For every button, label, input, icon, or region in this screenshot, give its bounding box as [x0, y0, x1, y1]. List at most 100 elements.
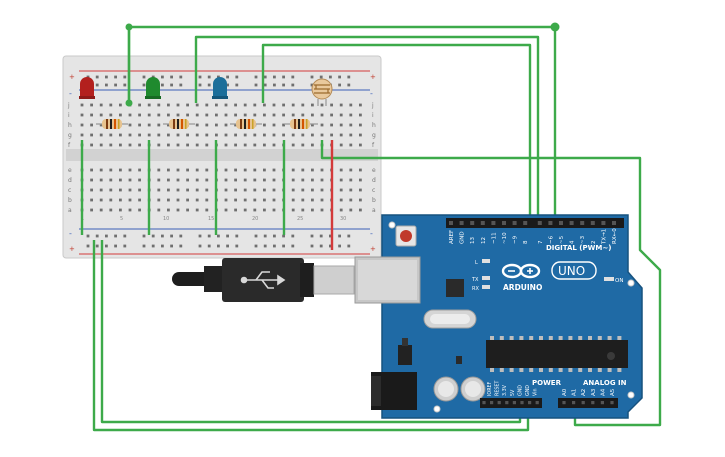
breadboard-hole[interactable]	[272, 168, 276, 172]
breadboard-hole[interactable]	[330, 113, 333, 117]
rail-hole[interactable]	[235, 234, 239, 238]
breadboard-hole[interactable]	[301, 103, 305, 107]
breadboard-hole[interactable]	[109, 198, 113, 202]
rail-hole[interactable]	[151, 234, 155, 238]
rail-hole[interactable]	[217, 244, 220, 248]
breadboard-hole[interactable]	[311, 198, 314, 202]
breadboard-hole[interactable]	[205, 198, 209, 202]
red-led[interactable]	[79, 77, 95, 99]
breadboard-hole[interactable]	[157, 103, 161, 107]
rail-hole[interactable]	[142, 234, 146, 238]
breadboard-hole[interactable]	[330, 123, 333, 127]
breadboard-hole[interactable]	[243, 208, 247, 212]
breadboard-hole[interactable]	[138, 113, 141, 117]
rail-hole[interactable]	[123, 75, 127, 79]
breadboard-hole[interactable]	[90, 133, 93, 137]
breadboard-hole[interactable]	[138, 123, 141, 127]
breadboard-hole[interactable]	[234, 133, 237, 137]
rail-hole[interactable]	[329, 75, 332, 79]
breadboard-hole[interactable]	[349, 143, 353, 147]
breadboard-hole[interactable]	[253, 103, 257, 107]
breadboard-hole[interactable]	[90, 208, 93, 212]
rail-hole[interactable]	[151, 75, 155, 79]
digital-pin-hole[interactable]	[449, 221, 453, 225]
rail-hole[interactable]	[263, 75, 267, 79]
wire-blue-led-to-pin10[interactable]	[261, 43, 532, 222]
breadboard-hole[interactable]	[272, 198, 276, 202]
rail-hole[interactable]	[226, 234, 229, 238]
rail-hole[interactable]	[310, 234, 314, 238]
breadboard-hole[interactable]	[253, 198, 257, 202]
rail-hole[interactable]	[105, 83, 108, 87]
rail-hole[interactable]	[217, 234, 220, 238]
breadboard-hole[interactable]	[320, 188, 324, 192]
breadboard-hole[interactable]	[138, 133, 141, 137]
resistor-3[interactable]	[230, 119, 262, 129]
breadboard-hole[interactable]	[186, 188, 189, 192]
rail-hole[interactable]	[347, 75, 351, 79]
breadboard-hole[interactable]	[243, 198, 247, 202]
breadboard-hole[interactable]	[339, 178, 343, 182]
analog-pin-hole[interactable]	[562, 401, 566, 405]
breadboard-hole[interactable]	[234, 188, 237, 192]
breadboard-hole[interactable]	[311, 113, 314, 117]
breadboard-hole[interactable]	[176, 133, 180, 137]
breadboard-hole[interactable]	[301, 168, 305, 172]
rail-hole[interactable]	[179, 75, 183, 79]
rail-hole[interactable]	[254, 83, 258, 87]
breadboard-hole[interactable]	[109, 143, 113, 147]
breadboard-hole[interactable]	[253, 208, 257, 212]
breadboard-hole[interactable]	[90, 198, 93, 202]
breadboard-hole[interactable]	[167, 113, 170, 117]
rail-hole[interactable]	[95, 244, 99, 248]
breadboard-hole[interactable]	[147, 133, 151, 137]
breadboard-hole[interactable]	[339, 123, 343, 127]
breadboard-hole[interactable]	[339, 103, 343, 107]
breadboard-hole[interactable]	[263, 133, 266, 137]
breadboard-hole[interactable]	[253, 143, 257, 147]
rail-hole[interactable]	[207, 83, 211, 87]
green-led[interactable]	[145, 77, 161, 99]
rail-hole[interactable]	[170, 83, 173, 87]
breadboard-hole[interactable]	[99, 143, 103, 147]
digital-pin-hole[interactable]	[590, 221, 595, 225]
breadboard-hole[interactable]	[301, 178, 305, 182]
power-pin-hole[interactable]	[512, 401, 516, 405]
breadboard-hole[interactable]	[176, 103, 180, 107]
rail-hole[interactable]	[179, 234, 183, 238]
breadboard-hole[interactable]	[167, 198, 170, 202]
breadboard-hole[interactable]	[359, 198, 362, 202]
rail-hole[interactable]	[319, 244, 323, 248]
rail-hole[interactable]	[151, 244, 155, 248]
rail-hole[interactable]	[123, 83, 127, 87]
breadboard-hole[interactable]	[339, 168, 343, 172]
breadboard-hole[interactable]	[195, 123, 199, 127]
digital-pin-hole[interactable]	[512, 221, 517, 225]
breadboard-hole[interactable]	[195, 143, 199, 147]
breadboard-hole[interactable]	[320, 198, 324, 202]
breadboard-hole[interactable]	[176, 208, 180, 212]
breadboard-hole[interactable]	[90, 113, 93, 117]
rail-hole[interactable]	[142, 244, 146, 248]
breadboard-hole[interactable]	[109, 133, 113, 137]
breadboard-hole[interactable]	[263, 198, 266, 202]
rail-hole[interactable]	[114, 83, 117, 87]
digital-pin-hole[interactable]	[559, 221, 563, 225]
breadboard-hole[interactable]	[311, 188, 314, 192]
breadboard-hole[interactable]	[195, 208, 199, 212]
analog-pin-hole[interactable]	[572, 401, 576, 405]
breadboard-hole[interactable]	[282, 133, 285, 137]
resistor-4[interactable]	[284, 119, 318, 129]
breadboard-hole[interactable]	[147, 103, 151, 107]
breadboard-hole[interactable]	[243, 143, 247, 147]
breadboard-hole[interactable]	[263, 123, 266, 127]
breadboard-hole[interactable]	[109, 168, 113, 172]
breadboard-hole[interactable]	[272, 143, 276, 147]
breadboard-hole[interactable]	[128, 123, 132, 127]
breadboard-hole[interactable]	[138, 198, 141, 202]
breadboard-hole[interactable]	[90, 143, 93, 147]
breadboard-hole[interactable]	[224, 178, 228, 182]
breadboard-hole[interactable]	[243, 113, 247, 117]
breadboard-hole[interactable]	[311, 103, 314, 107]
breadboard-hole[interactable]	[205, 113, 209, 117]
